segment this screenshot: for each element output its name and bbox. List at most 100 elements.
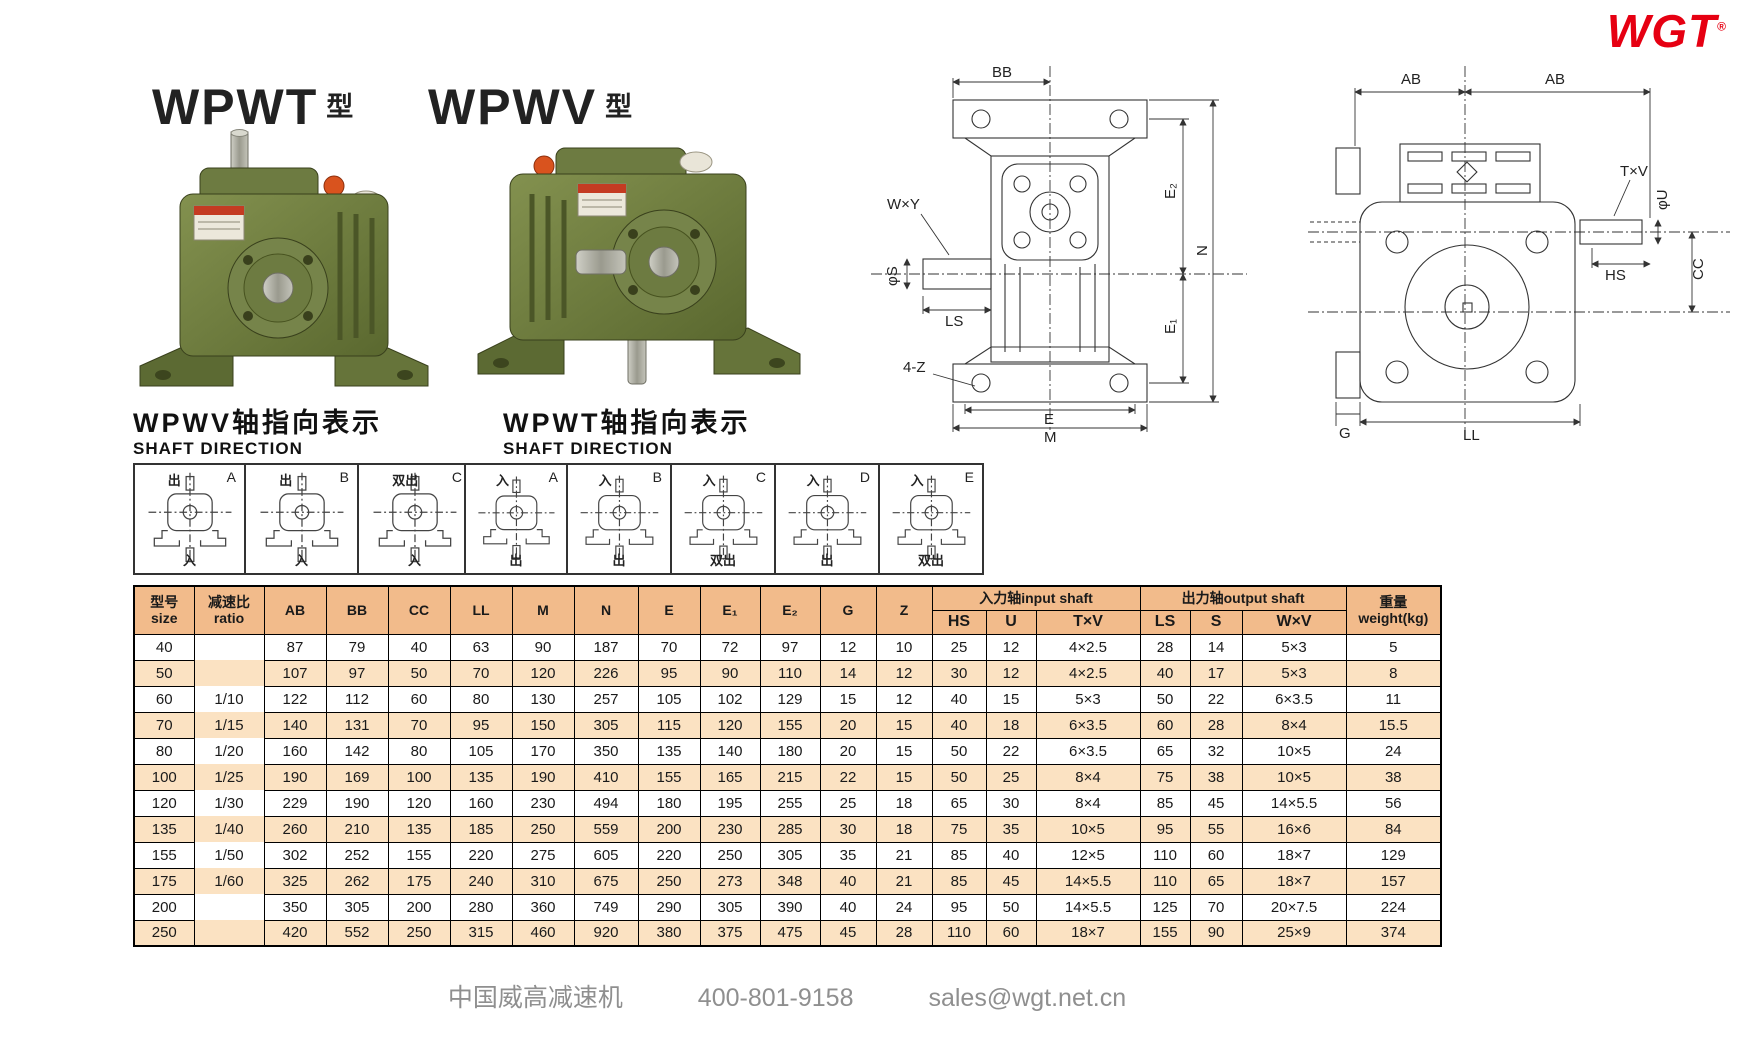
cell-value: 65: [1139, 737, 1191, 765]
cell-value: 348: [759, 867, 821, 895]
col-header-dim: AB: [263, 585, 327, 635]
cell-value: 200: [637, 815, 701, 843]
cell-value: 90: [699, 659, 761, 687]
cell-value: 28: [1189, 711, 1243, 739]
dim-label-e: E: [1044, 411, 1054, 428]
dim-label-n: N: [1194, 245, 1211, 256]
cell-value: 325: [263, 867, 327, 895]
col-header-dim: N: [573, 585, 639, 635]
cell-value: 374: [1345, 919, 1442, 947]
cell-value: 85: [1139, 789, 1191, 817]
cell-value: 85: [931, 867, 987, 895]
cell-value: 97: [325, 659, 389, 687]
cell-ratio: [193, 660, 265, 686]
cell-value: 12×5: [1035, 841, 1141, 869]
cell-value: 45: [1189, 789, 1243, 817]
cell-value: 5×3: [1241, 633, 1347, 661]
cell-value: 250: [699, 841, 761, 869]
model-name-wpwt: WPWT: [152, 79, 319, 135]
cell-value: 250: [637, 867, 701, 895]
cell-value: 15: [875, 763, 933, 791]
cell-value: 70: [449, 659, 513, 687]
col-subheader: U: [985, 609, 1037, 635]
cell-value: 190: [325, 789, 389, 817]
cell-value: 8×4: [1241, 711, 1347, 739]
cell-value: 97: [759, 633, 821, 661]
cell-value: 30: [819, 815, 877, 843]
dim-label-ll: LL: [1463, 427, 1480, 444]
cell-value: 15: [819, 685, 877, 713]
cell-value: 95: [637, 659, 701, 687]
shaft-label-top: 入: [598, 473, 612, 488]
cell-value: 110: [931, 919, 987, 947]
shaft-label-bottom: 出: [612, 553, 626, 568]
cell-value: 115: [637, 711, 701, 739]
cell-value: 90: [1189, 919, 1243, 947]
cell-value: 250: [387, 919, 451, 947]
cell-value: 21: [875, 841, 933, 869]
cell-ratio: [193, 894, 265, 920]
cell-value: 135: [387, 815, 451, 843]
cell-value: 21: [875, 867, 933, 895]
cell-value: 4×2.5: [1035, 633, 1141, 661]
cell-letter: A: [548, 469, 558, 485]
cell-value: 24: [1345, 737, 1442, 765]
cell-value: 15: [875, 737, 933, 765]
footer: 中国威高减速机 400-801-9158 sales@wgt.net.cn: [133, 978, 1441, 1014]
cell-value: 60: [1139, 711, 1191, 739]
footer-phone: 400-801-9158: [697, 984, 854, 1012]
cell-value: 150: [511, 711, 575, 739]
cell-size: 70: [133, 711, 195, 739]
cell-value: 420: [263, 919, 327, 947]
cell-value: 40: [1139, 659, 1191, 687]
col-header-dim: G: [819, 585, 877, 635]
shaft-label-bottom: 入: [294, 553, 309, 568]
cell-value: 18: [875, 789, 933, 817]
cell-value: 6×3.5: [1035, 711, 1141, 739]
cell-value: 50: [1139, 685, 1191, 713]
cell-value: 25: [985, 763, 1037, 791]
cell-value: 187: [573, 633, 639, 661]
cell-value: 350: [573, 737, 639, 765]
cell-value: 8×4: [1035, 763, 1141, 791]
cell-letter: C: [451, 469, 462, 485]
cell-ratio: 1/20: [193, 738, 265, 764]
cell-size: 120: [133, 789, 195, 817]
cell-value: 160: [449, 789, 513, 817]
cell-value: 120: [699, 711, 761, 739]
dim-label-e1: E₁: [1162, 319, 1179, 334]
cell-value: 17: [1189, 659, 1243, 687]
cell-value: 12: [985, 633, 1037, 661]
cell-value: 18×7: [1241, 841, 1347, 869]
cell-value: 8: [1345, 659, 1442, 687]
cell-value: 262: [325, 867, 389, 895]
cell-value: 16×6: [1241, 815, 1347, 843]
cell-value: 305: [573, 711, 639, 739]
cell-value: 130: [511, 685, 575, 713]
cell-value: 10×5: [1035, 815, 1141, 843]
cell-value: 72: [699, 633, 761, 661]
dim-label-ab-left: AB: [1401, 71, 1421, 88]
cell-value: 85: [931, 841, 987, 869]
cell-value: 210: [325, 815, 389, 843]
cell-value: 100: [387, 763, 451, 791]
cell-value: 50: [931, 737, 987, 765]
cell-value: 280: [449, 893, 513, 921]
cell-size: 80: [133, 737, 195, 765]
cell-value: 40: [819, 867, 877, 895]
cell-value: 50: [985, 893, 1037, 921]
cell-value: 95: [931, 893, 987, 921]
cell-value: 160: [263, 737, 327, 765]
cell-value: 240: [449, 867, 513, 895]
cell-value: 155: [759, 711, 821, 739]
dim-label-txv: T×V: [1620, 163, 1648, 180]
